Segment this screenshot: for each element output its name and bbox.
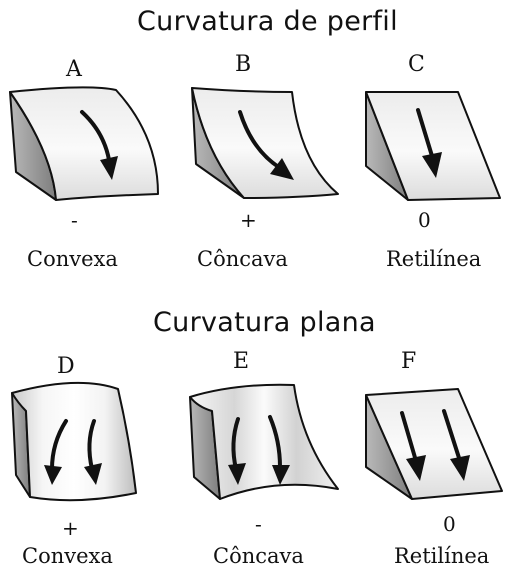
sign-e: - [255,512,262,536]
name-e: Côncava [213,544,304,568]
plan-concave-slope-icon [189,383,339,500]
label-a: A [66,57,82,82]
profile-straight-slope-icon [365,91,501,201]
label-d: D [57,354,75,379]
sign-d: + [62,516,79,540]
name-f: Retilínea [394,544,490,568]
label-c: C [408,52,425,77]
plan-convex-slope-icon [11,381,137,502]
section-title-profile: Curvatura de perfil [137,6,398,37]
name-c: Retilínea [386,247,482,271]
sign-c: 0 [418,208,431,232]
sign-b: + [240,208,257,232]
label-e: E [233,349,250,374]
section-title-plan: Curvatura plana [153,307,376,338]
name-a: Convexa [27,247,118,271]
name-b: Côncava [197,247,288,271]
label-b: B [235,52,252,77]
sign-f: 0 [443,512,456,536]
sign-a: - [71,208,78,232]
profile-concave-slope-icon [191,87,339,199]
name-d: Convexa [22,544,113,568]
profile-convex-slope-icon [9,86,159,201]
label-f: F [401,349,417,374]
plan-straight-slope-icon [365,388,503,500]
